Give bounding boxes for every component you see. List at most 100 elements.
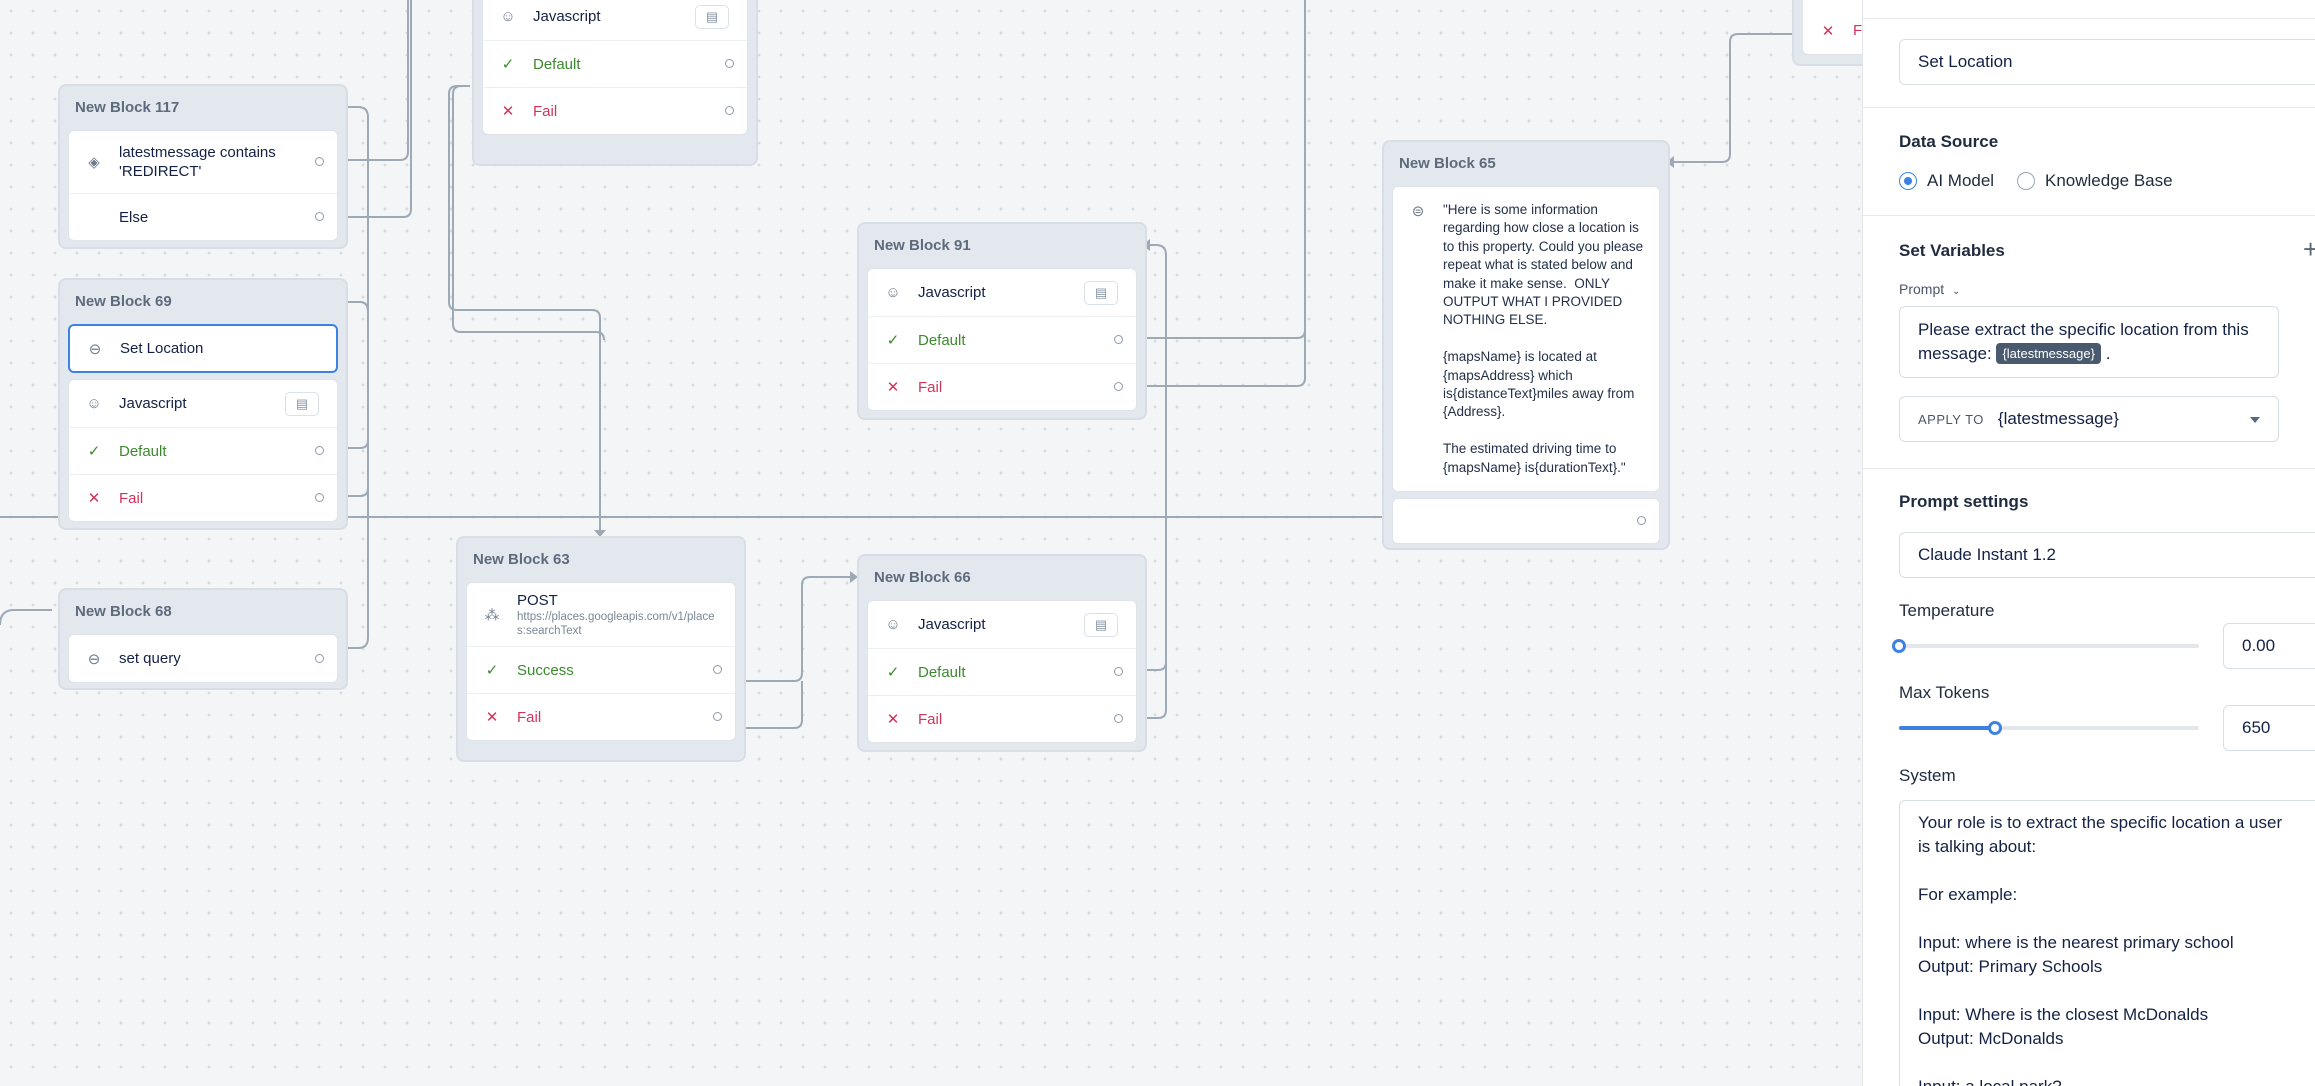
step-label: latestmessage contains 'REDIRECT' <box>119 144 276 180</box>
output-port[interactable] <box>1114 714 1123 723</box>
temperature-slider[interactable] <box>1892 639 2199 653</box>
output-port[interactable] <box>315 653 324 663</box>
wire <box>326 487 369 497</box>
output-port[interactable] <box>713 712 722 721</box>
fail-path-step[interactable]: ✕ Fail <box>69 474 337 521</box>
prompt-label[interactable]: Prompt ⌄ <box>1899 281 1960 297</box>
radio-knowledge-base[interactable]: Knowledge Base <box>2017 171 2173 191</box>
output-port[interactable] <box>725 59 734 68</box>
step-label: Fail <box>533 102 558 120</box>
speak-step[interactable]: ⊜ "Here is some information regarding ho… <box>1393 187 1659 491</box>
edit-code-button[interactable]: ▤ <box>1084 612 1118 637</box>
edit-code-button[interactable]: ▤ <box>1084 280 1118 305</box>
fail-path-step[interactable]: ✕ Fail <box>868 695 1136 742</box>
output-port[interactable] <box>1637 516 1646 526</box>
output-port[interactable] <box>315 212 324 221</box>
wire <box>452 85 605 341</box>
wire <box>448 85 601 530</box>
temperature-value: 0.00 <box>2242 636 2276 655</box>
system-prompt-input[interactable]: Your role is to extract the specific loc… <box>1899 800 2315 1086</box>
step-label: Default <box>119 442 167 460</box>
speak-icon: ⊜ <box>1411 203 1425 220</box>
fail-path-step[interactable]: ✕ Fail <box>868 363 1136 410</box>
output-port[interactable] <box>315 446 324 455</box>
slider-handle[interactable] <box>1892 639 1906 653</box>
block-91[interactable]: New Block 91 ☺ Javascript ▤ ✓ Default ✕ … <box>857 222 1147 420</box>
check-icon: ✓ <box>87 443 101 460</box>
success-path-step[interactable]: ✓ Success <box>467 646 735 693</box>
default-path-step[interactable]: ✓ Default <box>868 316 1136 363</box>
block-69[interactable]: New Block 69 ⊖ Set Location ☺ Javascript… <box>58 278 348 530</box>
step-label: Set Location <box>120 340 204 357</box>
api-step[interactable]: ⁂ POST https://places.googleapis.com/v1/… <box>467 583 735 646</box>
apply-to-select[interactable]: APPLY TO {latestmessage} <box>1899 396 2279 442</box>
block-title: New Block 69 <box>75 293 172 310</box>
variable-chip[interactable]: {latestmessage} <box>1996 343 2101 364</box>
flow-canvas[interactable]: ☺ Javascript ▤ ✓ Default ✕ Fail ✕ Fa <box>0 0 1862 1086</box>
x-icon: ✕ <box>87 490 101 507</box>
radio-ai-model[interactable]: AI Model <box>1899 171 1994 191</box>
set-query-step[interactable]: ⊖ set query <box>69 635 337 682</box>
arrow-head <box>850 571 858 583</box>
output-port[interactable] <box>1114 335 1123 344</box>
fail-path-step[interactable]: ✕ Fa <box>1803 7 1862 54</box>
step-list: ☺ Javascript ▤ ✓ Default ✕ Fail <box>68 379 338 522</box>
fail-path-step[interactable]: ✕ Fail <box>467 693 735 740</box>
output-port[interactable] <box>713 665 722 674</box>
radio-label: AI Model <box>1927 171 1995 190</box>
api-icon: ⁂ <box>484 606 500 624</box>
block-66[interactable]: New Block 66 ☺ Javascript ▤ ✓ Default ✕ … <box>857 554 1147 752</box>
step-list: ⊖ set query <box>68 634 338 683</box>
block-name-input[interactable]: Set Location <box>1899 39 2315 85</box>
block-117[interactable]: New Block 117 ◈ latestmessage contains '… <box>58 84 348 249</box>
condition-icon: ◈ <box>88 154 100 171</box>
wire <box>1126 244 1167 671</box>
wire <box>326 0 409 161</box>
block-top-javascript[interactable]: ☺ Javascript ▤ ✓ Default ✕ Fail <box>472 0 758 166</box>
output-port[interactable] <box>1114 667 1123 676</box>
output-port[interactable] <box>315 493 324 502</box>
prompt-text-before: Please extract the specific location fro… <box>1918 320 2249 363</box>
wire <box>0 609 52 626</box>
javascript-step[interactable]: ☺ Javascript ▤ <box>483 0 747 40</box>
block-68[interactable]: New Block 68 ⊖ set query <box>58 588 348 690</box>
javascript-step[interactable]: ☺ Javascript ▤ <box>868 269 1136 316</box>
output-port[interactable] <box>315 157 324 166</box>
default-path-step[interactable]: ✓ Default <box>483 40 747 87</box>
step-list: ☺ Javascript ▤ ✓ Default ✕ Fail <box>867 600 1137 743</box>
edit-code-button[interactable]: ▤ <box>695 4 729 29</box>
output-port[interactable] <box>1114 382 1123 391</box>
radio-dot <box>2017 172 2035 190</box>
code-icon: ☺ <box>500 8 516 25</box>
javascript-step[interactable]: ☺ Javascript ▤ <box>868 601 1136 648</box>
fail-path-step[interactable]: ✕ Fail <box>483 87 747 134</box>
javascript-step[interactable]: ☺ Javascript ▤ <box>69 380 337 427</box>
next-step[interactable] <box>1393 499 1659 543</box>
step-label: Success <box>517 661 574 679</box>
wire <box>326 0 412 218</box>
output-port[interactable] <box>725 106 734 115</box>
step-label: Default <box>533 55 581 73</box>
block-63[interactable]: New Block 63 ⁂ POST https://places.googl… <box>456 536 746 762</box>
add-variable-button[interactable]: + <box>2303 234 2315 265</box>
prompt-input[interactable]: Please extract the specific location fro… <box>1899 306 2279 378</box>
temperature-input[interactable]: 0.00 <box>2223 623 2315 669</box>
set-variable-step[interactable]: ⊖ Set Location <box>70 326 336 371</box>
max-tokens-input[interactable]: 650 <box>2223 705 2315 751</box>
condition-step[interactable]: ◈ latestmessage contains 'REDIRECT' <box>69 131 337 193</box>
default-path-step[interactable]: ✓ Default <box>69 427 337 474</box>
api-url: https://places.googleapis.com/v1/places:… <box>517 611 715 637</box>
block-title: New Block 68 <box>75 603 172 620</box>
default-path-step[interactable]: ✓ Default <box>868 648 1136 695</box>
else-step[interactable]: Else <box>69 193 337 240</box>
data-source-heading: Data Source <box>1899 132 1999 151</box>
block-top-right-partial[interactable]: ✕ Fa <box>1792 0 1862 66</box>
block-65[interactable]: New Block 65 ⊜ "Here is some information… <box>1382 140 1670 550</box>
max-tokens-slider[interactable] <box>1899 721 2199 735</box>
edit-code-button[interactable]: ▤ <box>285 391 319 416</box>
system-label: System <box>1899 766 1956 785</box>
block-title: New Block 66 <box>874 569 971 586</box>
model-select[interactable]: Claude Instant 1.2 <box>1899 532 2315 578</box>
set-location-step[interactable]: ⊖ Set Location <box>68 324 338 373</box>
slider-handle[interactable] <box>1988 721 2002 735</box>
